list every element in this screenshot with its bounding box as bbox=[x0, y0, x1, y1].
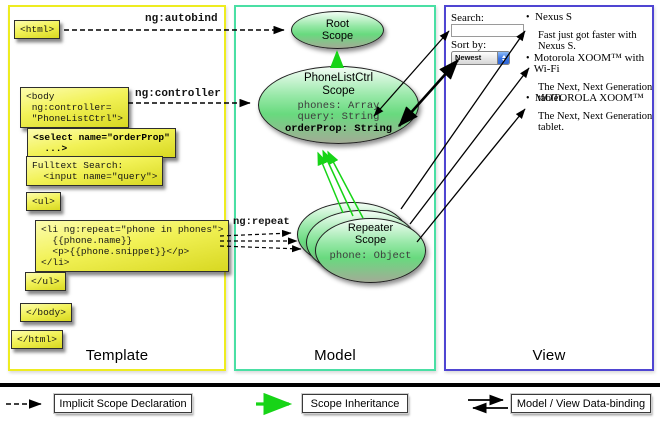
phone-name: • Nexus S bbox=[526, 11, 653, 24]
stepper-up-icon bbox=[501, 54, 506, 58]
repeater-scope-content: Repeater Scope phone: Object bbox=[315, 222, 426, 262]
legend-separator-line bbox=[0, 383, 660, 387]
phone-name: • Motorola XOOM™ with Wi-Fi bbox=[526, 53, 653, 75]
search-input[interactable] bbox=[451, 24, 524, 37]
code-box-fulltext-search: Fulltext Search: <input name="query"> bbox=[26, 156, 164, 186]
bullet-icon: • bbox=[526, 12, 530, 23]
phone-list-item: • MOTOROLA XOOM™ The Next, Next Generati… bbox=[526, 92, 653, 134]
phone-snippet: The Next, Next Generation tablet. bbox=[538, 111, 653, 133]
model-panel-title: Model bbox=[314, 347, 356, 364]
phone-snippet: Fast just got faster with Nexus S. bbox=[538, 30, 637, 52]
template-panel-title: Template bbox=[85, 347, 149, 364]
phone-list-item: • Motorola XOOM™ with Wi-Fi The Next, Ne… bbox=[526, 53, 653, 105]
sort-by-label: Sort by: bbox=[451, 39, 487, 51]
code-box-select: <select name="orderProp" ...> bbox=[27, 128, 176, 158]
bullet-icon: • bbox=[526, 93, 530, 104]
phonelistctrl-scope-orderprop: orderProp: String bbox=[284, 123, 393, 135]
code-box-html-close: </html> bbox=[11, 330, 63, 349]
repeater-scope-prop: phone: Object bbox=[329, 250, 412, 262]
select-stepper-icon[interactable] bbox=[497, 52, 509, 64]
phonelistctrl-scope-content: PhoneListCtrl Scope phones: Array query:… bbox=[258, 72, 419, 135]
ng-repeat-label: ng:repeat bbox=[233, 216, 290, 228]
phone-name-text: Motorola XOOM™ with Wi-Fi bbox=[533, 52, 645, 75]
search-label: Search: bbox=[451, 12, 484, 24]
phonelistctrl-scope-title: PhoneListCtrl Scope bbox=[303, 72, 374, 97]
phone-name-text: Nexus S bbox=[535, 11, 572, 23]
stepper-down-icon bbox=[501, 58, 506, 62]
code-box-li-repeat: <li ng:repeat="phone in phones"> {{phone… bbox=[35, 220, 230, 272]
ng-autobind-label: ng:autobind bbox=[145, 13, 218, 25]
root-scope-title: Root Scope bbox=[321, 18, 354, 42]
code-box-ul-open: <ul> bbox=[26, 192, 61, 211]
code-box-html-open: <html> bbox=[14, 20, 61, 39]
sort-select-value: Newest bbox=[455, 53, 482, 62]
code-box-ul-close: </ul> bbox=[25, 272, 66, 291]
code-box-body-close: </body> bbox=[20, 303, 72, 322]
model-panel: Model bbox=[234, 5, 436, 371]
ng-controller-label: ng:controller bbox=[135, 88, 221, 100]
code-box-body-open: <body ng:controller= "PhoneListCtrl"> bbox=[20, 87, 129, 128]
legend-scope-inheritance: Scope Inheritance bbox=[302, 394, 408, 413]
sort-select[interactable]: Newest bbox=[451, 51, 510, 65]
phone-list-item: • Nexus S Fast just got faster with Nexu… bbox=[526, 11, 653, 53]
root-scope-ellipse: Root Scope bbox=[291, 11, 384, 49]
phone-snippet: The Next, Next Generation tablet. bbox=[538, 82, 653, 104]
legend-model-view-data-binding: Model / View Data-binding bbox=[511, 394, 651, 413]
view-panel-title: View bbox=[532, 347, 566, 364]
phonelistctrl-scope-props: phones: Array query: String bbox=[297, 100, 380, 123]
phone-name-text: MOTOROLA XOOM™ bbox=[535, 92, 644, 104]
bullet-icon: • bbox=[526, 53, 530, 64]
repeater-scope-ellipse-front bbox=[315, 218, 426, 283]
repeater-scope-title: Repeater Scope bbox=[347, 222, 394, 246]
phone-name: • MOTOROLA XOOM™ bbox=[526, 92, 653, 105]
legend-implicit-scope-declaration: Implicit Scope Declaration bbox=[54, 394, 192, 413]
